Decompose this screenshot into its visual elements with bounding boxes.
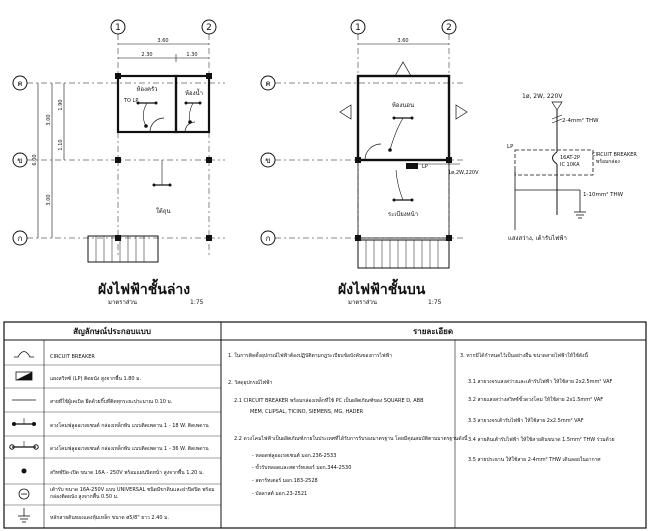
ground-rod-icon	[574, 211, 586, 219]
grid-label-cb: ก	[266, 234, 271, 243]
riser-wire-ground: 1-10mm² THW	[583, 191, 624, 198]
legend-item-5: ดวงโคมฟลูออเรสเซนต์ กล่องเหล็กพับ แบบติด…	[50, 444, 209, 452]
bedroom-door	[364, 143, 382, 161]
legend-item-3: สายที่ใช้ผู้เคเบิล ยึดด้วยกิ๊บที่ติดทุกร…	[50, 397, 173, 405]
ground-rod-symbol-icon	[18, 508, 30, 523]
grid-label-2b: 2	[446, 23, 452, 33]
detail-p3: 3. หากมิได้กำหนดไว้เป็นอย่างอื่น ขนาดสาย…	[460, 350, 589, 359]
switch-symbol-icon	[21, 468, 27, 474]
lp-spec: 1ø,2W,220V	[448, 170, 479, 176]
grid-label-bb: ข	[265, 156, 270, 165]
to-lp-label: TO LP	[123, 98, 138, 104]
legend-item-4: ดวงโคมฟลูออเรสเซนต์ กล่องเหล็กพับ แบบติด…	[50, 421, 209, 429]
lp-enclosure	[514, 149, 594, 176]
kitchen-wiring	[142, 102, 148, 127]
kitchen-label: ห้องครัว	[136, 86, 157, 93]
circuit-breaker-icon	[552, 151, 558, 165]
legend-item-1: CIRCUIT BREAKER	[50, 354, 95, 360]
detail-std3: - สตาร์ทเตอร์ มอก.183-2528	[252, 477, 318, 484]
detail-p1: 1. ในการติดตั้งอุปกรณ์ไฟฟ้าต้องปฏิบัติตา…	[228, 350, 392, 359]
window-right	[455, 104, 468, 120]
lp-panel	[406, 163, 418, 169]
detail-std2: - ขั้วรับหลอดและสตาร์ทเตอร์ มอก.344-2530	[252, 462, 351, 471]
single-line-riser-diagram: 1ø, 2W, 220V 2-4mm² THW LP 16AT-2P IC 10…	[507, 93, 637, 242]
ground-scale-label: มาตราส่วน	[108, 299, 137, 306]
detail-p35: 3.5 สายประธาน ให้ใช้สาย 2-4mm² THW เดินล…	[468, 456, 601, 463]
riser-lp-label: LP	[507, 144, 514, 150]
grid-label-1b: 1	[355, 23, 361, 33]
bath-door	[184, 121, 196, 133]
dim-a: 2.30	[141, 52, 152, 58]
grid-label-1: 1	[115, 23, 121, 33]
legend-item-8: หลักสายดินทองแดงหุ้มเหล็ก ขนาด ø5/8" ยาว…	[50, 513, 169, 521]
fluorescent-36w-symbol-icon	[9, 441, 39, 450]
dim-v4: 3.00	[46, 194, 52, 205]
kitchen-door	[149, 117, 165, 133]
detail-p22: 2.2 ดวงโคมไฟฟ้าเป็นผลิตภัณฑ์ภายในประเทศท…	[234, 433, 468, 442]
ground-stairs	[87, 235, 159, 263]
detail-p33: 3.3 สายวงจรเต้ารับไฟฟ้า ให้ใช้สาย 2x2.5m…	[468, 417, 584, 424]
legend-item-6: สวิทซ์ปิด-เปิด ขนาด 16A - 250V พร้อมแผ่น…	[50, 467, 204, 476]
legend-item-2: แผงสวิทซ์ (LP) ติดผนัง สูงจากพื้น 1.80 ม…	[50, 373, 141, 382]
riser-cb-ic: IC 10KA	[560, 162, 580, 168]
dim-total-v: 6.00	[32, 154, 38, 165]
dim-v2: 1.90	[58, 99, 64, 110]
detail-std1: - หลอดฟลูออเรสเซนต์ มอก.236-2533	[252, 452, 336, 459]
grid-label-2: 2	[206, 23, 212, 33]
bathroom-room	[174, 74, 211, 134]
riser-cb-sub: พร้อมกล่อง	[596, 158, 620, 165]
detail-p34: 3.4 สายดินเต้ารับไฟฟ้า ให้ใช้สายดินขนาด …	[468, 436, 615, 443]
riser-cb-rating: 16AT-2P	[560, 155, 580, 161]
kitchen-room	[116, 74, 178, 134]
bedroom-label: ห้องนอน	[392, 102, 414, 109]
detail-p2: 2. วัสดุอุปกรณ์ไฟฟ้า	[228, 379, 273, 386]
riser-note: แสงสว่าง, เต้ารับไฟฟ้า	[508, 234, 567, 242]
legend-and-notes-table: สัญลักษณ์ประกอบแบบ รายละเอียด	[3, 321, 647, 529]
dim-b: 1.30	[186, 52, 197, 58]
circuit-breaker-symbol-icon	[14, 351, 34, 358]
details-header: รายละเอียด	[413, 326, 453, 336]
riser-cb-title: CIRCUIT BREAKER	[592, 152, 637, 158]
window-top	[394, 61, 412, 77]
veranda-label: ระเบียงหน้า	[388, 210, 418, 218]
detail-p21b: MEM, CLIPSAL, TICINO, SIEMENS, MG, HADER	[250, 409, 364, 415]
grid-label-a: ค	[17, 79, 22, 88]
ground-plan-title: ผังไฟฟ้าชั้นล่าง	[98, 278, 190, 298]
ground-floor-plan: 1 2 ค ข ก 3.60 2.30 1.30 6.00 3.00 3.00 …	[12, 19, 225, 306]
detail-p21a: 2.1 CIRCUIT BREAKER พร้อมกล่องเหล็กที่ใช…	[234, 396, 424, 404]
upper-stairs	[357, 239, 450, 269]
legend-item-7: เต้ารับ ขนาด 16A-250V แบบ UNIVERSAL ชนิด…	[50, 487, 215, 500]
lp-label: LP	[422, 164, 428, 170]
outlet-symbol-icon	[18, 488, 30, 500]
upper-floor-plan: 1 2 ค ข ก 3.60 ห้องนอน LP 1ø,	[260, 19, 479, 306]
veranda-area	[357, 159, 450, 239]
detail-p32: 3.2 สายแสงสว่างสวิทซ์ขั้วดวงโคม ให้ใช้สา…	[468, 394, 603, 403]
riser-supply: 1ø, 2W, 220V	[522, 93, 563, 100]
upper-scale-label: มาตราส่วน	[348, 299, 377, 306]
legend-header: สัญลักษณ์ประกอบแบบ	[73, 326, 151, 337]
grid-label-c: ก	[18, 234, 23, 243]
upper-scale: 1:75	[428, 299, 442, 306]
dim-v1: 3.00	[46, 114, 52, 125]
fluorescent-18w-symbol-icon	[12, 418, 36, 426]
upper-dim-total: 3.60	[397, 38, 408, 44]
bedroom-switch	[388, 148, 392, 152]
grid-label-b: ข	[17, 156, 22, 165]
bathroom-label: ห้องน้ำ	[185, 87, 203, 97]
dim-v3: 1.10	[58, 139, 64, 150]
upper-plan-title: ผังไฟฟ้าชั้นบน	[338, 278, 426, 298]
dim-total: 3.60	[157, 38, 168, 44]
riser-wire-in: 2-4mm² THW	[562, 117, 599, 124]
underfloor-label: ใต้ถุน	[156, 207, 171, 215]
detail-p31: 3.1 สายวงจรแสงสว่างและเต้ารับไฟฟ้า ให้ใช…	[468, 378, 613, 385]
panel-board-symbol-icon	[15, 371, 33, 381]
ground-scale: 1:75	[190, 299, 204, 306]
detail-std4: - บัลลาสต์ มอก.23-2521	[252, 490, 307, 497]
service-triangle-icon	[551, 101, 563, 111]
window-left	[339, 104, 352, 120]
bath-switch	[188, 120, 192, 124]
grid-label-ab: ค	[265, 79, 270, 88]
kitchen-switch	[144, 124, 148, 128]
